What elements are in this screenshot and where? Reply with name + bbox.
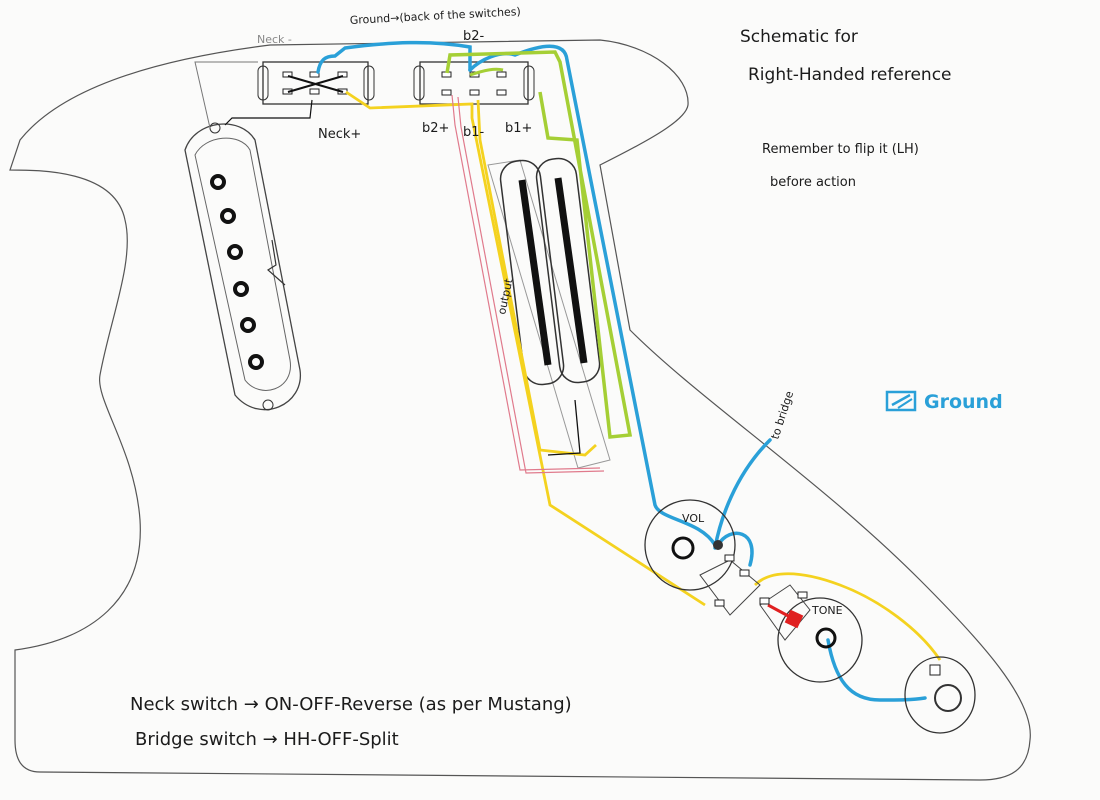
label-b1-plus: b1+ [505,121,532,136]
label-neck-minus: Neck - [257,33,292,46]
output-jack [904,656,976,734]
label-vol: VOL [682,512,705,525]
ground-legend: Ground [885,390,1003,413]
title-line2: Right-Handed reference [748,65,952,85]
reminder-line1: Remember to flip it (LH) [762,142,919,157]
label-tone: TONE [811,604,843,617]
bridge-humbucker [487,157,611,469]
label-b2-plus: b2+ [422,121,449,136]
green-wire [445,50,633,439]
reminder-line2: before action [770,175,856,190]
pole-pieces [210,174,264,370]
red-wires [451,94,605,474]
note-bridge-switch: Bridge switch → HH-OFF-Split [135,729,399,750]
label-b2-minus: b2- [463,29,485,44]
neck-switch [257,61,375,105]
note-neck-switch: Neck switch → ON-OFF-Reverse (as per Mus… [130,694,572,715]
ground-legend-label: Ground [924,391,1003,413]
label-b1-minus: b1- [463,125,485,140]
tone-pot [759,584,863,683]
neck-pickup [184,122,301,411]
volume-pot [644,499,761,616]
pickguard-outline [9,39,1031,781]
label-ground-back: Ground→(back of the switches) [349,5,521,27]
hot-wires [345,90,942,661]
label-to-bridge: to bridge [768,389,796,441]
title-line1: Schematic for [740,27,858,47]
label-neck-plus: Neck+ [318,127,361,142]
bridge-switch [413,61,535,105]
ground-wires [316,40,927,702]
